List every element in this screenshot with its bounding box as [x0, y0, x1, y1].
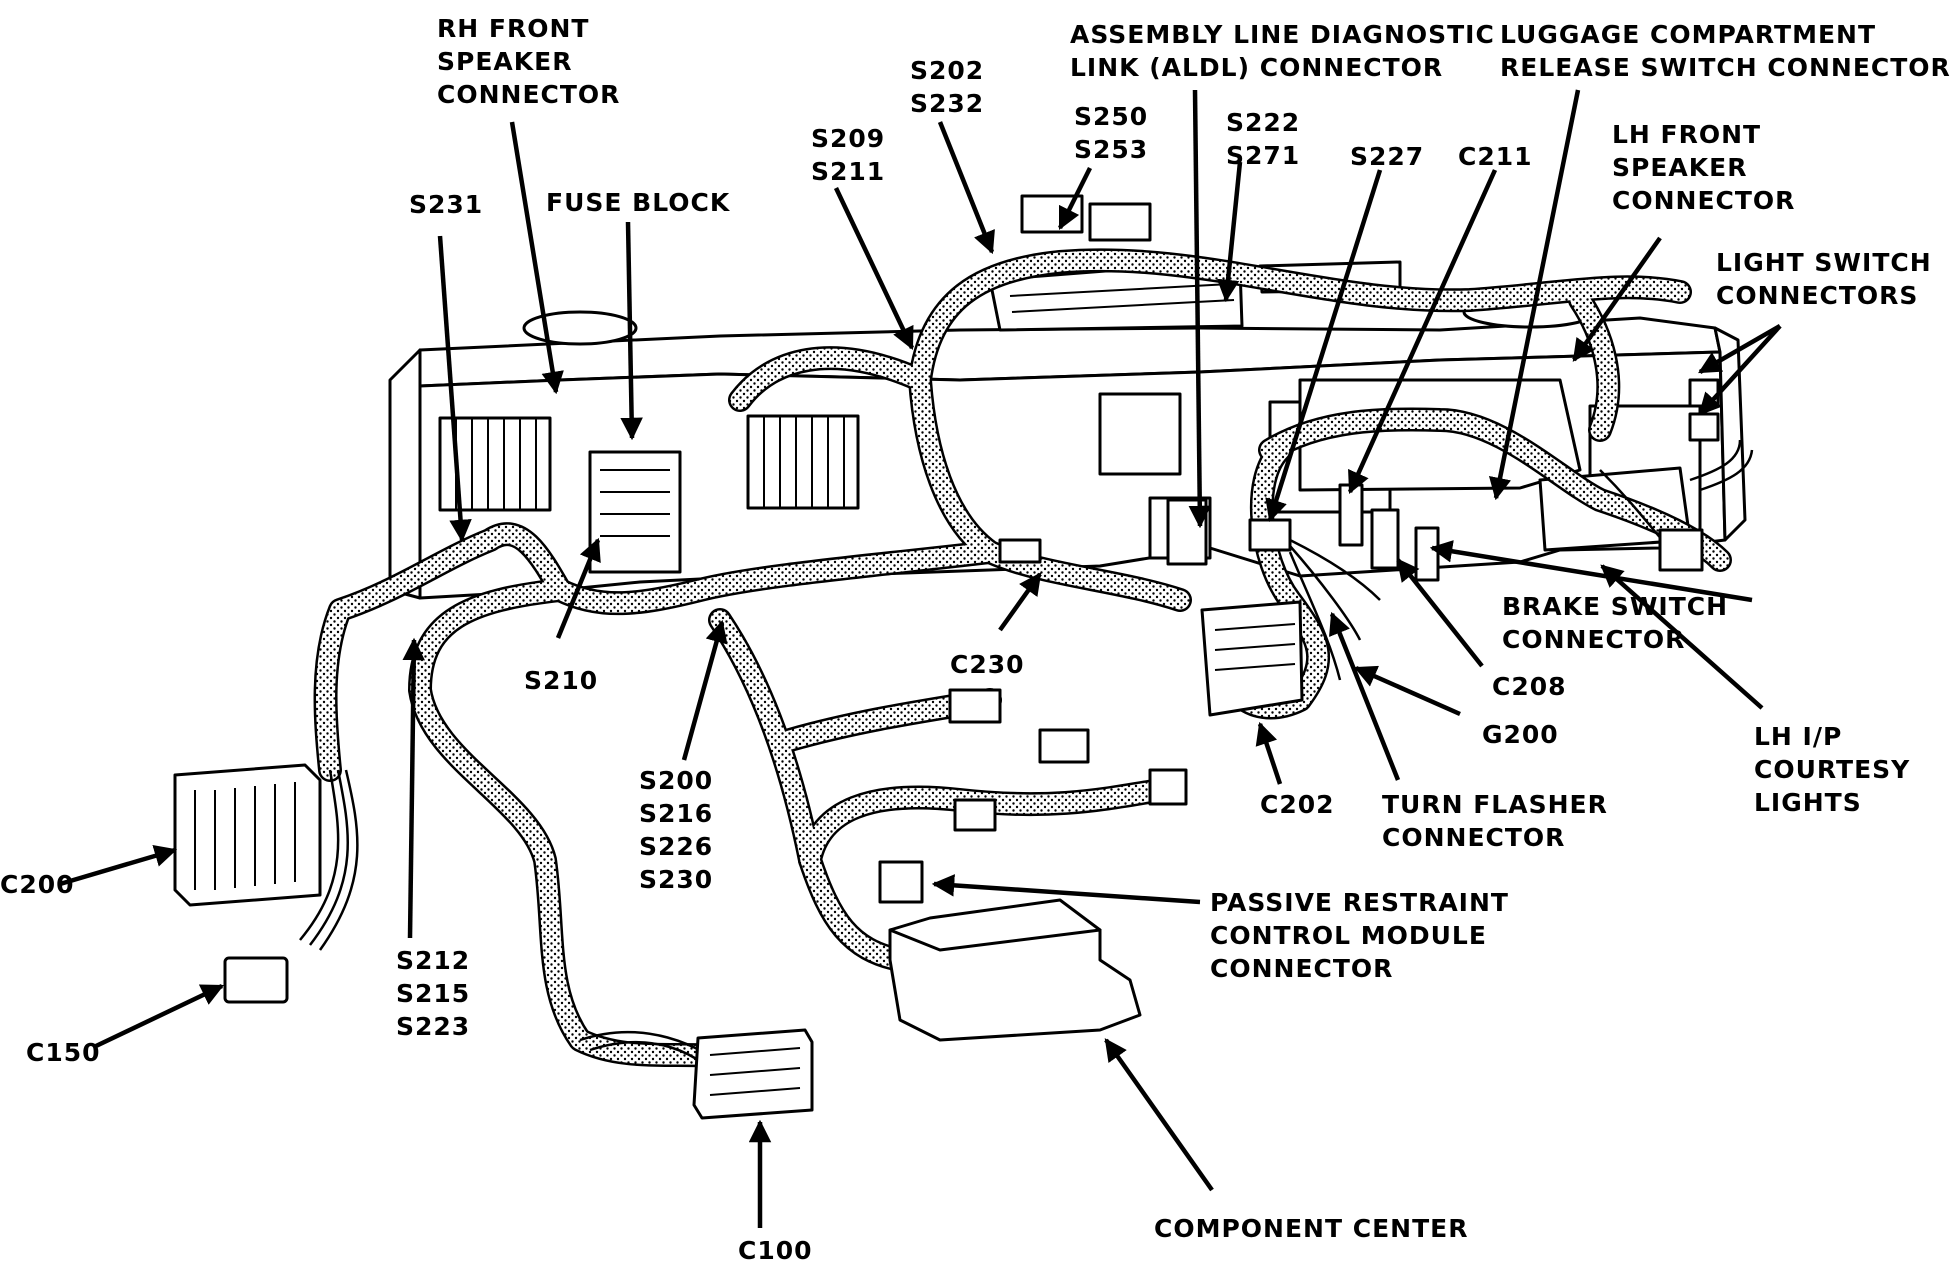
label-c230: C230 [950, 650, 1025, 679]
label-c100: C100 [738, 1236, 813, 1265]
label-g200: G200 [1482, 720, 1559, 749]
label-fuse-block: FUSE BLOCK [546, 188, 731, 217]
label-component-center: COMPONENT CENTER [1154, 1214, 1469, 1243]
label-c200: C200 [0, 870, 75, 899]
label-c150: C150 [26, 1038, 101, 1067]
label-s231: S231 [409, 190, 484, 219]
wiring-harness-diagram [59, 89, 1782, 1228]
label-c211: C211 [1458, 142, 1533, 171]
leader-arrows [59, 89, 1782, 1228]
label-s227: S227 [1350, 142, 1425, 171]
label-c202: C202 [1260, 790, 1335, 819]
label-c208: C208 [1492, 672, 1567, 701]
label-s210: S210 [524, 666, 599, 695]
connector-details [194, 623, 1296, 1096]
